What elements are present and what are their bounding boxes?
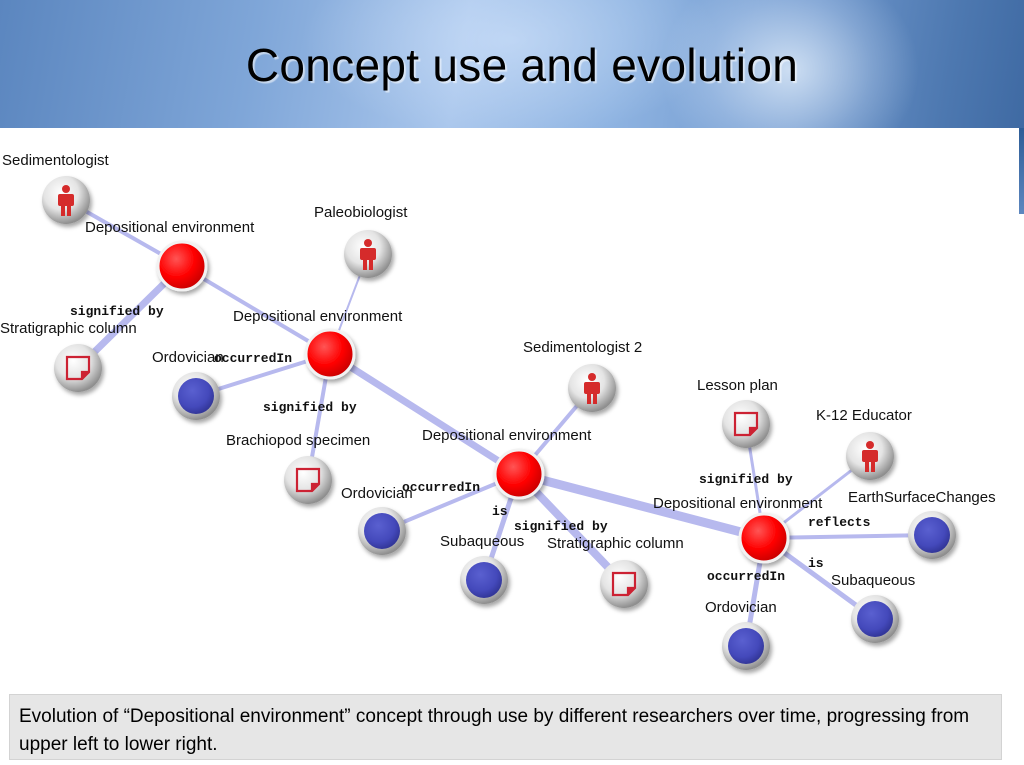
label-ordovician-3: Ordovician <box>705 599 777 616</box>
edge-label-signified-by-1: signified by <box>70 304 164 319</box>
value-node-subaqueous-2[interactable] <box>851 595 899 643</box>
right-accent-bar <box>1019 128 1024 214</box>
header-highlight <box>660 0 920 128</box>
value-node-ordovician-3[interactable] <box>722 622 770 670</box>
person-node-sedimentologist[interactable] <box>42 176 90 224</box>
document-icon <box>295 467 321 493</box>
edge-label-reflects: reflects <box>808 515 871 530</box>
label-depositional-environment-4: Depositional environment <box>653 495 823 512</box>
concept-graph: Sedimentologist Depositional environment… <box>0 152 996 670</box>
person-icon <box>360 239 376 270</box>
document-node-stratigraphic-column-1[interactable] <box>54 344 102 392</box>
document-node-brachiopod-specimen[interactable] <box>284 456 332 504</box>
person-node-paleobiologist[interactable] <box>344 230 392 278</box>
label-subaqueous-2: Subaqueous <box>831 572 915 589</box>
document-icon <box>733 411 759 437</box>
edge-depenv3-depenv4 <box>514 469 769 543</box>
person-node-sedimentologist-2[interactable] <box>568 364 616 412</box>
label-depositional-environment-1: Depositional environment <box>85 219 255 236</box>
edge-label-occurredin-2: occurredIn <box>402 480 480 495</box>
value-node-ordovician-1[interactable] <box>172 372 220 420</box>
document-node-stratigraphic-column-2[interactable] <box>600 560 648 608</box>
edge-label-signified-by-3: signified by <box>514 519 608 534</box>
header-glow <box>300 0 720 128</box>
edge-depenv2-depenv3 <box>326 350 523 478</box>
label-sedimentologist-2: Sedimentologist 2 <box>523 339 642 356</box>
concept-node-depositional-environment-3[interactable] <box>493 448 545 500</box>
label-ordovician-2: Ordovician <box>341 485 413 502</box>
edge-label-occurredin-1: occurredIn <box>214 351 292 366</box>
label-k12-educator: K-12 Educator <box>816 407 912 424</box>
person-icon <box>862 441 878 472</box>
edge-label-is-1: is <box>492 504 508 519</box>
edge-depenv1-depenv2 <box>180 264 332 356</box>
label-stratigraphic-column-1: Stratigraphic column <box>0 320 137 337</box>
label-paleobiologist: Paleobiologist <box>314 204 408 221</box>
label-ordovician-1: Ordovician <box>152 349 224 366</box>
concept-node-depositional-environment-4[interactable] <box>738 512 790 564</box>
edge-label-occurredin-3: occurredIn <box>707 569 785 584</box>
person-icon <box>584 373 600 404</box>
label-depositional-environment-3: Depositional environment <box>422 427 592 444</box>
edge-label-is-2: is <box>808 556 824 571</box>
slide-header: Concept use and evolution <box>0 0 1024 128</box>
document-icon <box>65 355 91 381</box>
caption-box: Evolution of “Depositional environment” … <box>9 694 1002 760</box>
label-subaqueous-1: Subaqueous <box>440 533 524 550</box>
label-depositional-environment-2: Depositional environment <box>233 308 403 325</box>
label-sedimentologist: Sedimentologist <box>2 152 110 169</box>
slide-title: Concept use and evolution <box>245 39 799 91</box>
person-icon <box>58 185 74 216</box>
person-node-k12-educator[interactable] <box>846 432 894 480</box>
concept-node-depositional-environment-2[interactable] <box>304 328 356 380</box>
edge-label-signified-by-4: signified by <box>699 472 793 487</box>
edge-label-signified-by-2: signified by <box>263 400 357 415</box>
edge-depenv4-earthsurface <box>762 533 934 540</box>
document-node-lesson-plan[interactable] <box>722 400 770 448</box>
value-node-subaqueous-1[interactable] <box>460 556 508 604</box>
label-lesson-plan: Lesson plan <box>697 377 778 394</box>
label-earth-surface-changes: EarthSurfaceChanges <box>848 489 996 506</box>
document-icon <box>611 571 637 597</box>
caption-text: Evolution of “Depositional environment” … <box>19 706 970 755</box>
concept-node-depositional-environment-1[interactable] <box>156 240 208 292</box>
value-node-earth-surface-changes[interactable] <box>908 511 956 559</box>
label-brachiopod-specimen: Brachiopod specimen <box>226 432 370 449</box>
label-stratigraphic-column-2: Stratigraphic column <box>547 535 684 552</box>
value-node-ordovician-2[interactable] <box>358 507 406 555</box>
